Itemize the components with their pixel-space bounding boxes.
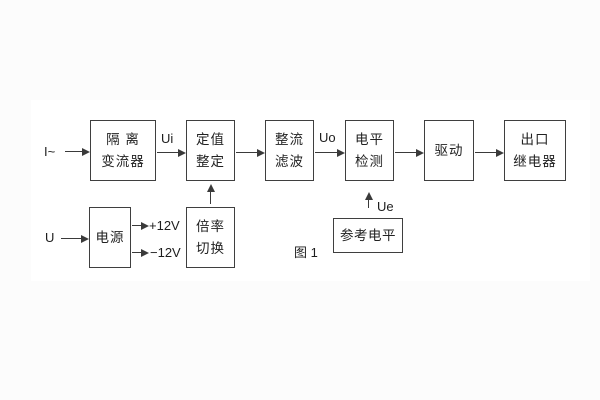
- block-multiplier-switch: 倍率 切换: [186, 207, 235, 268]
- figure-caption: 图 1: [294, 245, 318, 260]
- rail-plus12v-label: +12V: [149, 218, 180, 233]
- block-label: 参考电平: [340, 227, 396, 243]
- arrow-voltage-to-power: [61, 234, 89, 243]
- arrow-power-to-plus12v: [132, 221, 149, 230]
- block-label: 滤波: [275, 154, 304, 169]
- block-level-detection: 电平 检测: [345, 120, 394, 181]
- block-label: 定值: [196, 131, 225, 147]
- block-driver: 驱动: [424, 120, 474, 181]
- block-power-supply: 电源: [89, 207, 131, 268]
- block-label: 整定: [196, 154, 225, 169]
- signal-ui-label: Ui: [161, 131, 174, 146]
- block-label: 隔 离: [106, 131, 140, 147]
- block-setpoint-setting: 定值 整定: [186, 120, 235, 181]
- arrow-driver-to-relay: [475, 148, 504, 157]
- input-current-label: I~: [44, 144, 56, 159]
- block-label: 检测: [355, 154, 384, 169]
- rail-minus12v-label: −12V: [150, 245, 181, 260]
- arrow-level-to-driver: [395, 148, 424, 157]
- signal-uo-label: Uo: [319, 130, 336, 145]
- block-rectifier-filter: 整流 滤波: [265, 120, 314, 181]
- block-output-relay: 出口 继电器: [504, 120, 566, 181]
- arrow-power-to-minus12v: [132, 248, 149, 257]
- block-label: 整流: [275, 131, 304, 147]
- arrow-rectifier-to-level: [315, 148, 345, 157]
- arrow-reference-to-level: [364, 192, 373, 208]
- block-isolation-transformer: 隔 离 变流器: [90, 120, 156, 181]
- signal-ue-label: Ue: [377, 199, 394, 214]
- arrow-input-to-isolation: [65, 147, 90, 156]
- block-label: 出口: [520, 131, 550, 147]
- input-voltage-label: U: [45, 230, 55, 245]
- block-label: 电平: [355, 131, 384, 147]
- arrow-isolation-to-setting: [157, 148, 186, 157]
- arrow-setting-to-rectifier: [236, 148, 265, 157]
- block-label: 变流器: [101, 154, 145, 169]
- block-label: 继电器: [513, 154, 557, 169]
- arrow-multiplier-to-setting: [206, 184, 215, 204]
- block-label: 电源: [95, 229, 125, 245]
- block-label: 倍率: [196, 218, 225, 234]
- block-label: 切换: [196, 241, 225, 256]
- block-label: 驱动: [434, 142, 464, 158]
- block-reference-level: 参考电平: [333, 218, 403, 253]
